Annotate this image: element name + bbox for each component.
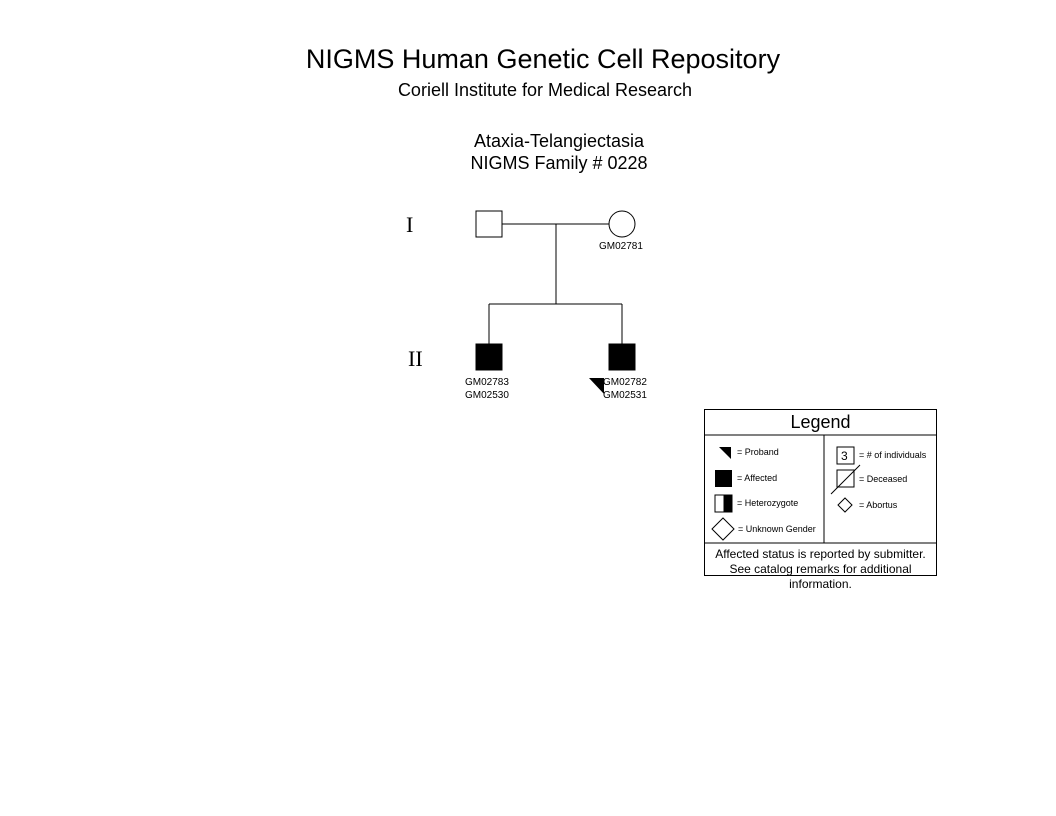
son2-id-labels: GM02782 GM02531	[603, 376, 647, 402]
legend-abortus-symbol	[837, 497, 853, 513]
legend-deceased-symbol	[836, 469, 855, 488]
legend-affected-symbol	[715, 470, 732, 487]
mother-id-label: GM02781	[599, 241, 643, 252]
legend-unknown-gender-symbol	[711, 517, 735, 541]
disease-name: Ataxia-Telangiectasia	[473, 131, 645, 151]
son1-affected-symbol	[475, 343, 503, 371]
family-number: NIGMS Family # 0228	[470, 153, 648, 173]
legend-individuals-box	[836, 446, 855, 465]
legend-abortus-label: = Abortus	[859, 500, 898, 510]
legend-heterozygote-label: = Heterozygote	[737, 498, 799, 508]
legend-note: Affected status is reported by submitter…	[715, 547, 926, 591]
father-symbol	[475, 210, 503, 238]
son2-id-1: GM02782	[603, 377, 647, 388]
legend-affected-label: = Affected	[737, 473, 778, 483]
legend-title: Legend	[790, 412, 851, 432]
legend-proband-label: = Proband	[737, 447, 779, 457]
generation-label-i: I	[406, 212, 414, 237]
legend-individuals-label: = # of individuals	[859, 450, 927, 460]
son2-affected-symbol	[608, 343, 636, 371]
son1-id-1: GM02783	[465, 377, 509, 388]
legend-heterozygote-fill	[723, 495, 732, 512]
page-subtitle: Coriell Institute for Medical Research	[397, 80, 693, 100]
proband-arrow	[589, 378, 604, 394]
pedigree-title: Ataxia-Telangiectasia NIGMS Family # 022…	[0, 130, 1056, 174]
legend: Legend Affected status is reported by su…	[704, 409, 937, 591]
legend-deceased-slash	[830, 464, 861, 495]
mother-symbol	[608, 210, 636, 238]
generation-label-ii: II	[408, 346, 423, 371]
legend-individuals-count: 3	[841, 449, 848, 463]
legend-unknown-gender-label: = Unknown Gender	[738, 524, 816, 534]
son2-id-2: GM02531	[603, 390, 647, 401]
page-title: NIGMS Human Genetic Cell Repository	[305, 44, 781, 74]
legend-proband-symbol	[719, 447, 731, 459]
legend-deceased-label: = Deceased	[859, 474, 908, 484]
son1-id-labels: GM02783 GM02530	[465, 376, 509, 402]
son1-id-2: GM02530	[465, 390, 509, 401]
